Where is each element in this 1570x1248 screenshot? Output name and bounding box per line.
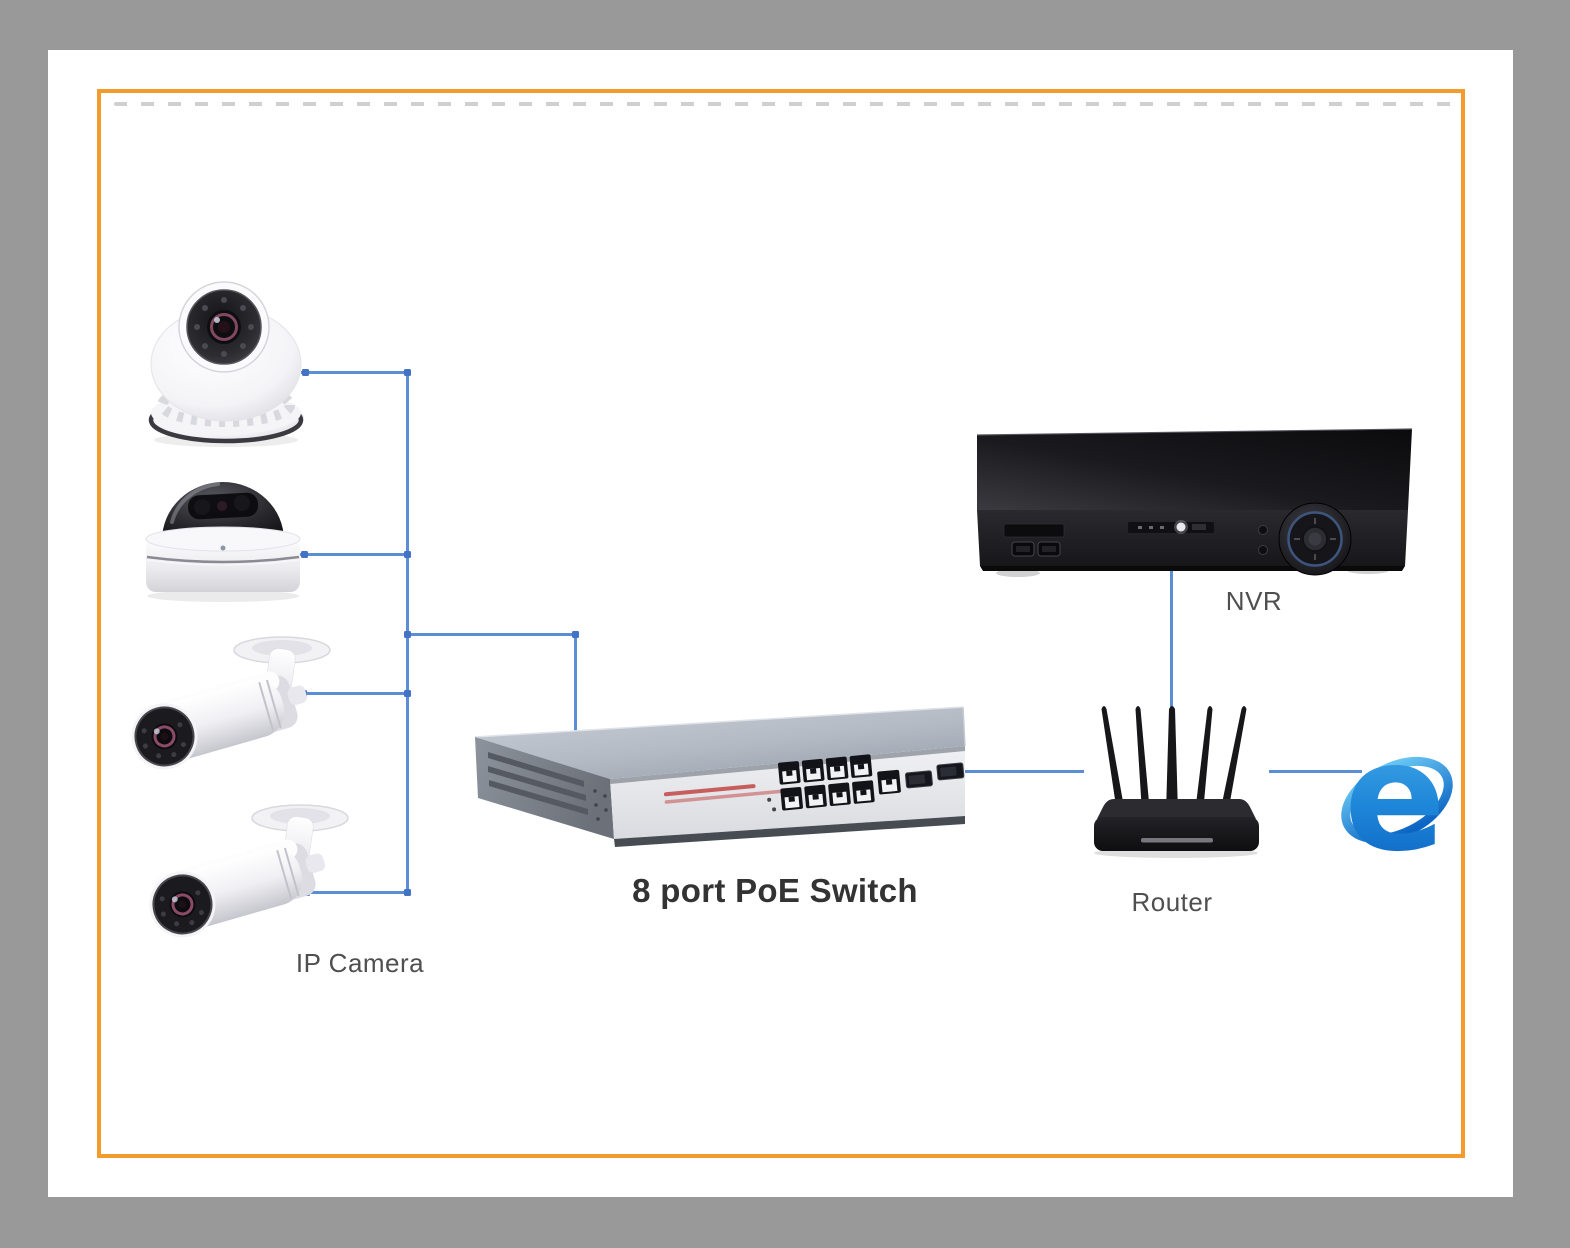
junction-dot — [404, 690, 411, 697]
junction-dot — [404, 889, 411, 896]
bullet-camera-1-icon — [131, 636, 331, 770]
connector-bullet-1 — [298, 692, 407, 695]
connector-nvr-router — [1170, 566, 1173, 744]
junction-dot — [572, 631, 579, 638]
junction-dot — [301, 551, 308, 558]
vandal-dome-camera-icon — [145, 482, 301, 602]
bullet-camera-2-icon — [149, 804, 349, 938]
connector-to-switch-v — [574, 633, 577, 739]
nvr-label: NVR — [1225, 586, 1283, 616]
connector-dome-camera — [301, 371, 407, 374]
router-label: Router — [1131, 887, 1213, 917]
junction-dot — [404, 631, 411, 638]
junction-dot — [404, 551, 411, 558]
connector-bullet-2 — [303, 891, 407, 894]
nvr-icon — [976, 428, 1413, 577]
dome-camera-icon — [148, 281, 304, 447]
ip-camera-label: IP Camera — [295, 948, 425, 978]
internet-explorer-icon: e — [1341, 738, 1453, 860]
poe-switch-label: 8 port PoE Switch — [632, 872, 918, 909]
junction-dot — [404, 369, 411, 376]
svg-text:e: e — [1344, 738, 1446, 860]
connector-vandal-dome — [300, 553, 407, 556]
connector-to-switch-h — [406, 633, 578, 636]
junction-dot — [302, 369, 309, 376]
top-dashed-line — [114, 102, 1452, 106]
page-background — [48, 50, 1513, 1197]
orange-frame — [97, 89, 1465, 1158]
router-icon — [1084, 706, 1269, 860]
poe-switch-icon — [474, 706, 966, 847]
